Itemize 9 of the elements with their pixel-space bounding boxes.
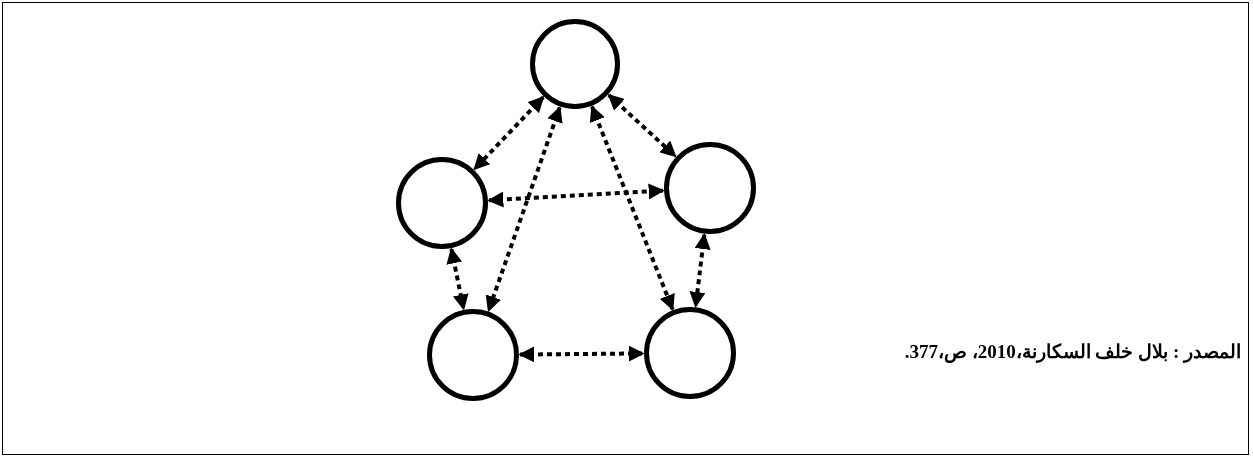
double-arrow — [607, 93, 677, 158]
double-arrow — [473, 95, 545, 171]
double-arrow — [589, 105, 675, 311]
double-arrow — [487, 183, 665, 208]
source-note: المصدر : بلال خلف السكارنة،2010، ص،377. — [903, 340, 1241, 363]
double-arrow — [485, 105, 563, 313]
double-arrow — [518, 345, 645, 363]
double-arrow — [689, 233, 711, 308]
double-arrow — [446, 247, 469, 311]
